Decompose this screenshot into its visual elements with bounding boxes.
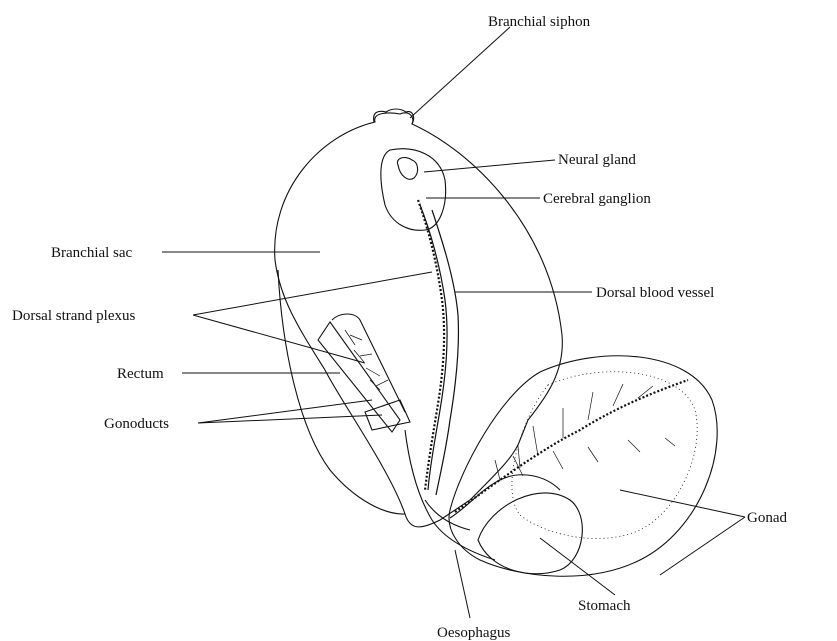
- gonad-outline: [449, 356, 717, 576]
- gonad-main-duct: [455, 380, 688, 512]
- label-cerebral-ganglion: Cerebral ganglion: [543, 191, 651, 207]
- gonad-inner-line: [450, 475, 560, 518]
- stomach-outline: [478, 493, 582, 574]
- leader-gonad-1: [620, 490, 745, 517]
- label-gonoducts: Gonoducts: [104, 416, 169, 432]
- leader-oesophagus: [455, 550, 470, 618]
- label-dorsal-blood-vessel: Dorsal blood vessel: [596, 285, 714, 301]
- leader-plexus-1: [193, 272, 432, 315]
- branchial-sac-lower-outline: [278, 270, 405, 514]
- siphon-outline: [374, 109, 414, 124]
- label-branchial-sac: Branchial sac: [51, 245, 133, 261]
- gonad-dotted-outline: [512, 372, 697, 539]
- label-gonad: Gonad: [747, 510, 787, 526]
- body-outline: [275, 113, 563, 527]
- leader-neural-gland: [424, 160, 555, 172]
- oesophagus-tube: [405, 430, 495, 560]
- leader-stomach: [540, 538, 615, 595]
- label-oesophagus: Oesophagus: [437, 625, 510, 641]
- label-branchial-siphon: Branchial siphon: [488, 14, 591, 30]
- label-neural-gland: Neural gland: [558, 152, 636, 168]
- label-rectum: Rectum: [117, 366, 164, 382]
- rectum-tube-inner: [332, 314, 405, 412]
- dorsal-blood-vessel: [420, 205, 447, 490]
- leader-gonad-2: [660, 517, 745, 575]
- label-stomach: Stomach: [578, 598, 631, 614]
- label-dorsal-strand-plexus: Dorsal strand plexus: [12, 308, 135, 324]
- leader-branchial-siphon: [410, 27, 510, 118]
- dorsal-strand-plexus-line: [418, 200, 444, 490]
- leader-plexus-2: [193, 315, 365, 363]
- neural-gland-shape: [397, 158, 417, 180]
